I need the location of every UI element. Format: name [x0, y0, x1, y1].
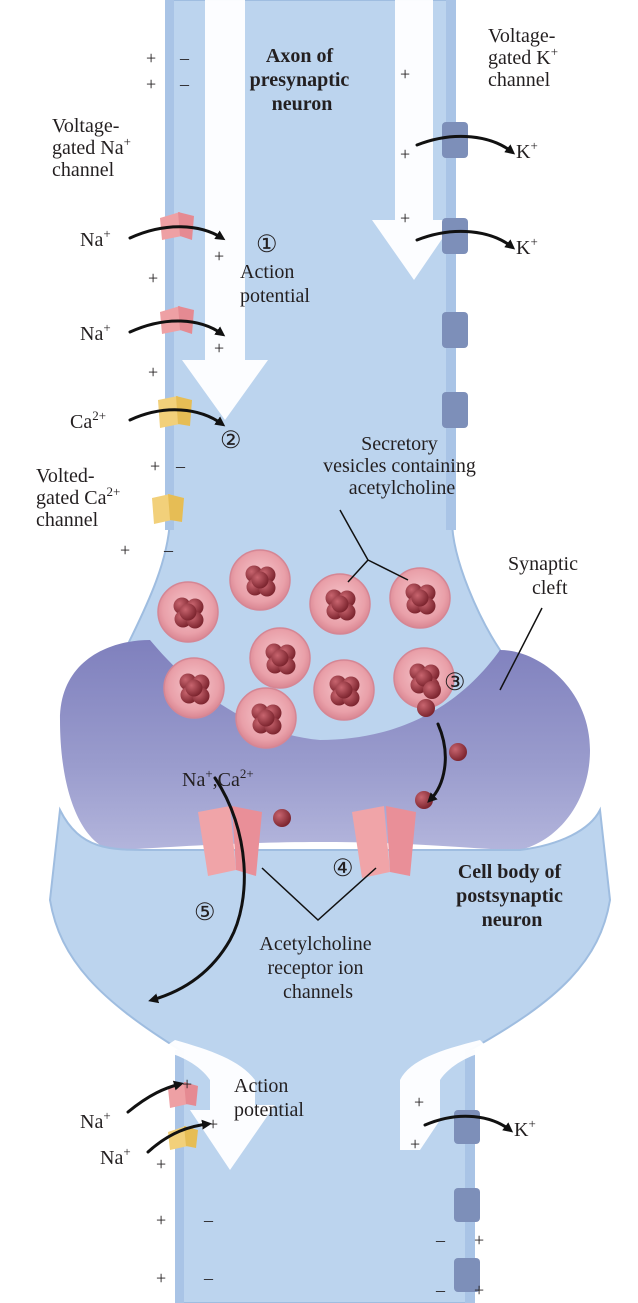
ach-bead — [412, 590, 429, 607]
post-na-ion-label-2: Na+ — [100, 1144, 131, 1169]
ach-bead — [449, 743, 467, 761]
receptor-channel-right — [352, 806, 416, 878]
postsynaptic-cell — [50, 810, 610, 1303]
plus-sign: + — [400, 208, 410, 228]
minus-sign: – — [175, 456, 186, 476]
ach-bead — [180, 604, 197, 621]
step-2-marker: ② — [220, 428, 242, 454]
axon-membrane-left — [165, 0, 174, 530]
minus-sign: – — [435, 1280, 446, 1300]
ach-bead — [273, 809, 291, 827]
ach-bead — [252, 572, 269, 589]
step-5-marker: ⑤ — [194, 900, 216, 926]
plus-sign: + — [474, 1230, 484, 1250]
minus-sign: – — [203, 1210, 214, 1230]
vesicle — [390, 568, 450, 628]
vesicle — [158, 582, 218, 642]
plus-sign: + — [410, 1134, 420, 1154]
ca-ion-label: Ca2+ — [70, 408, 106, 433]
ach-bead — [417, 699, 435, 717]
vesicle — [236, 688, 296, 748]
k-channel-1 — [442, 122, 468, 158]
minus-sign: – — [179, 74, 190, 94]
plus-sign: + — [156, 1154, 166, 1174]
plus-sign: + — [146, 74, 156, 94]
k-ion-label-2: K+ — [516, 234, 538, 259]
plus-sign: + — [474, 1280, 484, 1300]
na-ion-label-1: Na+ — [80, 226, 111, 251]
ach-bead — [336, 682, 353, 699]
plus-sign: + — [400, 144, 410, 164]
minus-sign: – — [203, 1268, 214, 1288]
k-channel-label: Voltage- gated K+ channel — [488, 25, 563, 91]
plus-sign: + — [150, 456, 160, 476]
plus-sign: + — [156, 1210, 166, 1230]
k-channel-3 — [442, 312, 468, 348]
plus-sign: + — [400, 64, 410, 84]
ca-channel-2 — [152, 494, 184, 524]
ca-channel-label: Volted- gated Ca2+ channel — [36, 465, 125, 531]
minus-sign: – — [179, 48, 190, 68]
plus-sign: + — [120, 540, 130, 560]
step-1-marker: ① — [256, 232, 278, 258]
axon-membrane-right — [446, 0, 456, 530]
plus-sign: + — [148, 268, 158, 288]
vesicle — [230, 550, 290, 610]
plus-sign: + — [214, 338, 224, 358]
vesicle — [314, 660, 374, 720]
post-k-ion-label: K+ — [514, 1116, 536, 1141]
ach-bead — [186, 680, 203, 697]
minus-sign: – — [163, 540, 174, 560]
step-4-marker: ④ — [332, 856, 354, 882]
plus-sign: + — [214, 246, 224, 266]
vesicle — [164, 658, 224, 718]
ach-bead — [423, 681, 441, 699]
na-ion-label-2: Na+ — [80, 320, 111, 345]
plus-sign: + — [208, 1114, 218, 1134]
vesicle — [310, 574, 370, 634]
plus-sign: + — [156, 1268, 166, 1288]
post-na-ion-label-1: Na+ — [80, 1108, 111, 1133]
plus-sign: + — [146, 48, 156, 68]
post-k-channel-2 — [454, 1188, 480, 1222]
ach-bead — [332, 596, 349, 613]
ach-bead — [258, 710, 275, 727]
na-channel-label: Voltage- gated Na+ channel — [52, 115, 136, 181]
vesicle — [250, 628, 310, 688]
minus-sign: – — [435, 1230, 446, 1250]
receptor-channel-left — [198, 806, 262, 876]
ach-bead — [272, 650, 289, 667]
step-3-marker: ③ — [444, 670, 466, 696]
k-channel-4 — [442, 392, 468, 428]
plus-sign: + — [182, 1074, 192, 1094]
plus-sign: + — [414, 1092, 424, 1112]
k-ion-label-1: K+ — [516, 138, 538, 163]
plus-sign: + — [148, 362, 158, 382]
cleft-label: Synaptic cleft — [508, 553, 583, 599]
k-channel-2 — [442, 218, 468, 254]
